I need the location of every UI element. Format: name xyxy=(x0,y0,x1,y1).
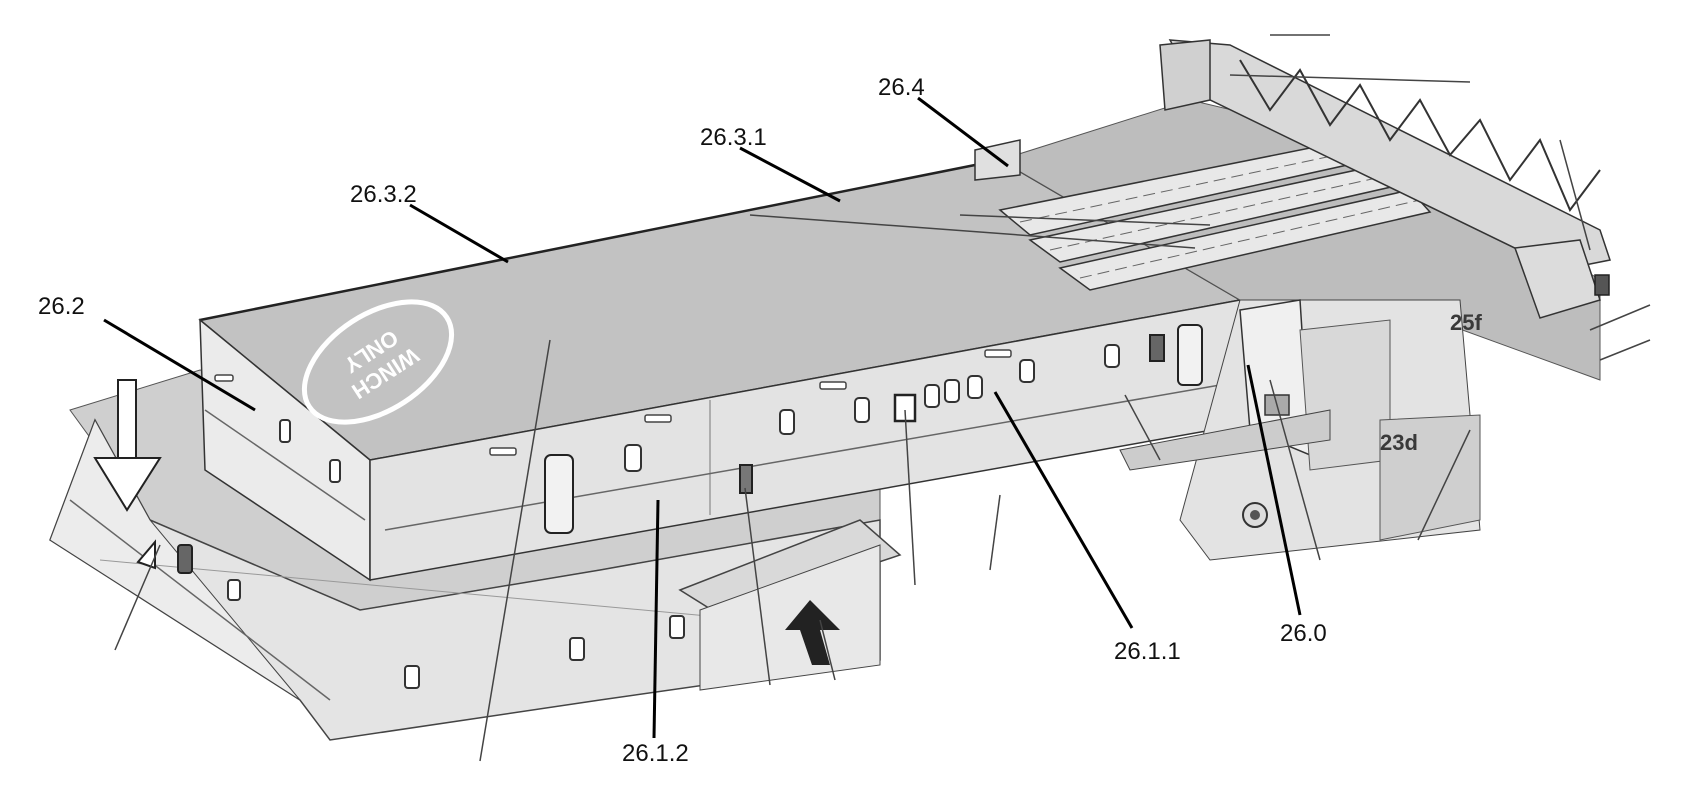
leader-26-3-2 xyxy=(409,203,509,264)
label-26-0: 26.0 xyxy=(1280,620,1327,647)
leader-26-1-1 xyxy=(993,391,1134,629)
leader-lines xyxy=(103,96,1302,739)
leader-26-1-2 xyxy=(652,499,660,739)
label-26-3-2: 26.3.2 xyxy=(350,181,417,208)
leader-26-2 xyxy=(103,318,256,412)
section-23d-text: 23d xyxy=(1380,430,1418,455)
leader-26-0 xyxy=(1246,364,1302,616)
label-26-1-2: 26.1.2 xyxy=(622,740,689,767)
section-25f-text: 25f xyxy=(1450,310,1482,335)
label-26-1-1: 26.1.1 xyxy=(1114,638,1181,665)
leader-26-3-1 xyxy=(739,146,841,203)
black-arrow xyxy=(785,600,840,665)
leader-26-4 xyxy=(917,96,1009,168)
left-arrow-markings xyxy=(93,379,162,570)
label-26-3-1: 26.3.1 xyxy=(700,124,767,151)
label-26-2: 26.2 xyxy=(38,293,85,320)
label-26-4: 26.4 xyxy=(878,74,925,101)
thin-leaders xyxy=(114,34,1651,762)
upper-rear-deck xyxy=(974,39,1611,381)
